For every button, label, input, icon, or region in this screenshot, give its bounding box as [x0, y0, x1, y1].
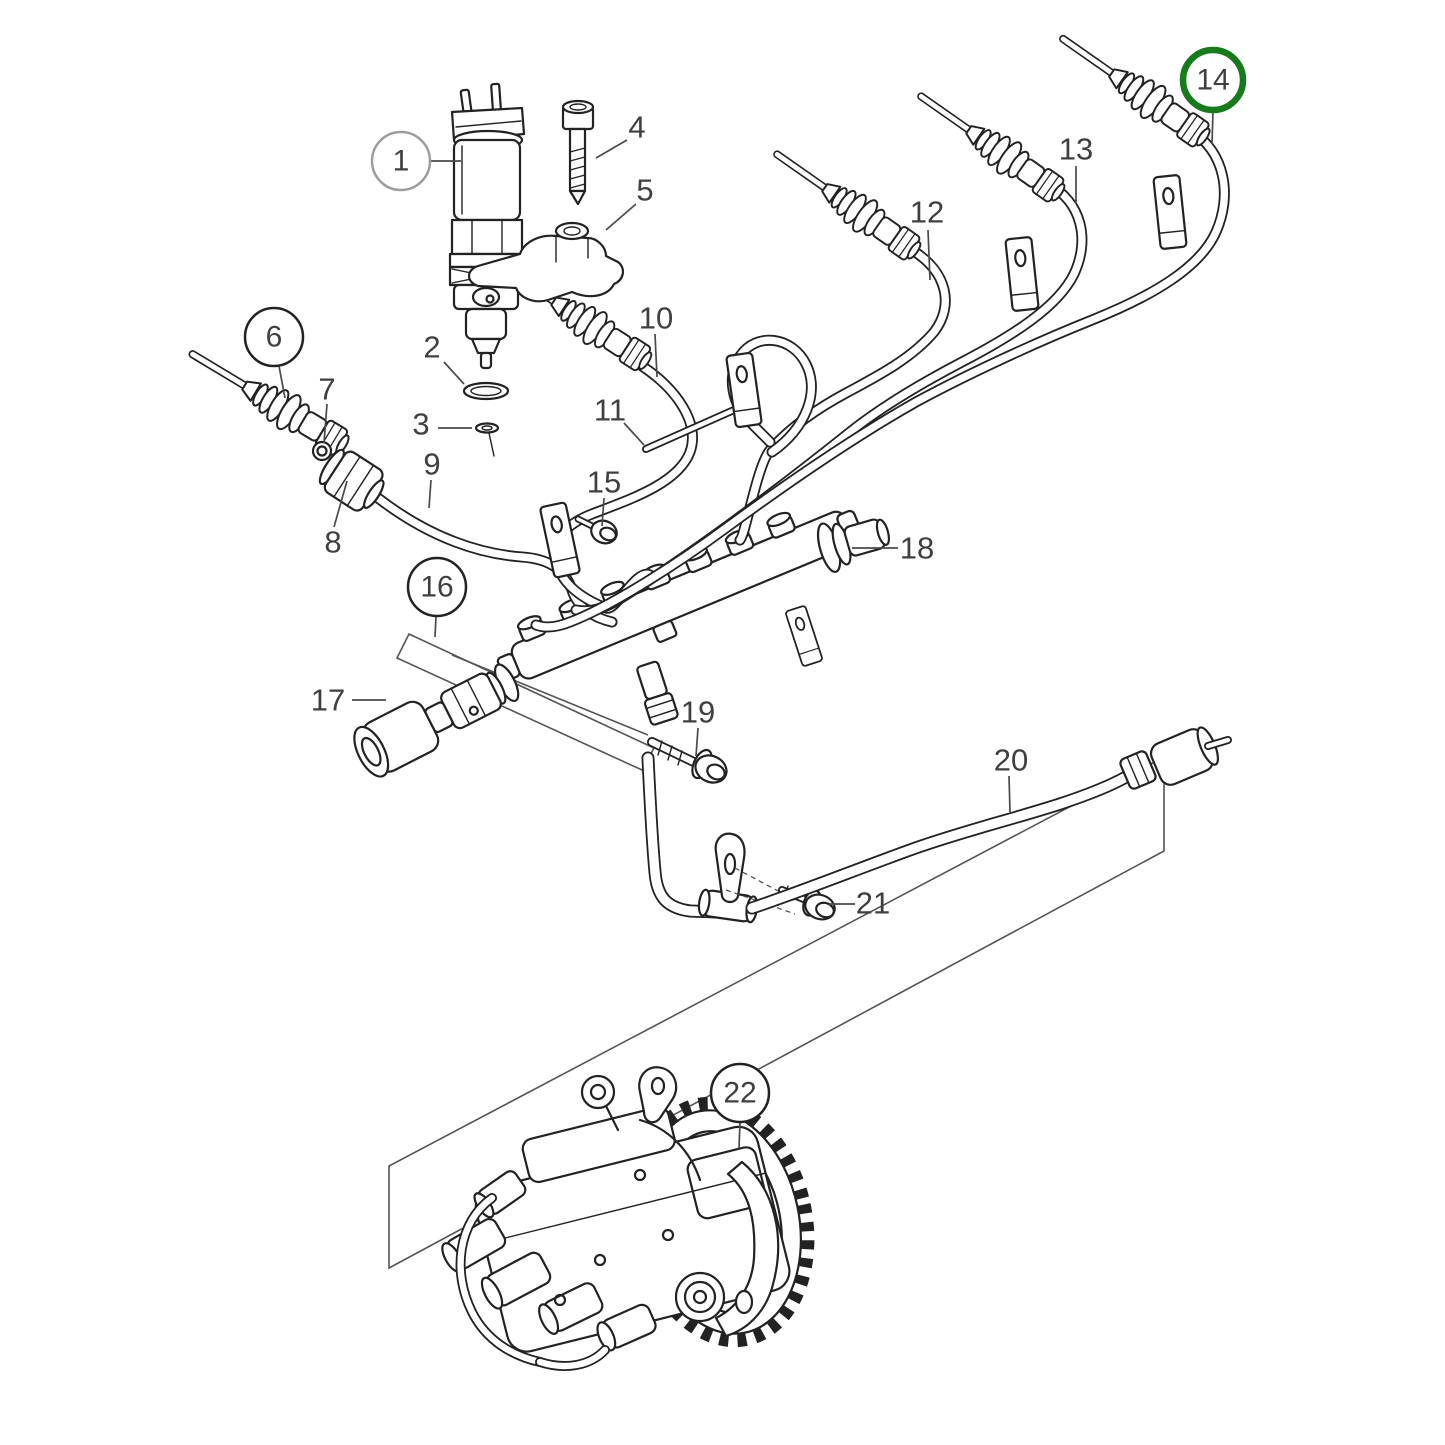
- callout-leader-line: [428, 479, 432, 509]
- callout-leader-line: [601, 497, 605, 527]
- callout-number: 17: [311, 683, 345, 718]
- callout-leader-line: [1211, 110, 1214, 145]
- callout-leader-line: [623, 422, 645, 446]
- pressure-valve-illustration: [353, 663, 520, 778]
- callout-14[interactable]: 14: [1179, 46, 1247, 145]
- callout-leader-line: [443, 361, 465, 385]
- callout-number: 9: [423, 447, 440, 482]
- seal-ring-illustration: [462, 381, 510, 401]
- reference-wedge-rail: [395, 632, 656, 772]
- callout-leader-line: [1008, 775, 1011, 813]
- callout-number: 18: [900, 531, 934, 566]
- callout-number: 16: [420, 571, 453, 604]
- callout-19[interactable]: 19: [681, 695, 715, 757]
- callout-17[interactable]: 17: [311, 683, 386, 718]
- callout-number: 2: [423, 330, 440, 365]
- bolt-15-illustration: [574, 515, 618, 545]
- callout-number: 14: [1196, 64, 1229, 97]
- callout-number: 8: [324, 525, 341, 560]
- callout-1[interactable]: 1: [370, 130, 461, 192]
- callout-number: 10: [639, 301, 673, 336]
- callout-22[interactable]: 22: [709, 1062, 771, 1149]
- pipe-14: [532, 126, 1229, 631]
- callout-circle: [370, 130, 432, 192]
- callout-number: 15: [587, 465, 621, 500]
- callout-2[interactable]: 2: [423, 330, 465, 385]
- pipe-12: [736, 246, 950, 544]
- callout-circle: [709, 1062, 771, 1124]
- callout-number: 6: [266, 321, 283, 354]
- callout-number: 19: [681, 695, 715, 730]
- callout-number: 3: [412, 407, 429, 442]
- callout-3[interactable]: 3: [412, 407, 472, 442]
- callout-number: 13: [1059, 132, 1093, 167]
- pipe-connectors: [183, 23, 1217, 462]
- callout-5[interactable]: 5: [605, 173, 654, 231]
- callout-number: 21: [856, 886, 890, 921]
- callout-circle: [243, 306, 305, 368]
- reference-plane-lower: [388, 755, 1165, 1270]
- callout-8[interactable]: 8: [324, 480, 348, 560]
- injector-illustration: [448, 82, 526, 370]
- callout-6[interactable]: 6: [243, 306, 305, 399]
- return-pipe-illustration: [641, 726, 1232, 924]
- callout-number: 22: [723, 1077, 756, 1110]
- callout-12[interactable]: 12: [910, 195, 944, 281]
- bolt-4-illustration: [561, 99, 595, 206]
- callout-leader-line: [333, 480, 348, 528]
- callout-number: 4: [628, 110, 645, 145]
- callout-leader-line: [278, 365, 286, 399]
- callout-number: 5: [636, 173, 653, 208]
- washer-illustration: [474, 422, 500, 457]
- callout-leader-line: [738, 1121, 741, 1149]
- callout-13[interactable]: 13: [1059, 132, 1093, 205]
- callout-number: 11: [594, 393, 626, 428]
- callout-leader-line: [595, 139, 628, 159]
- injection-pump-illustration: [441, 1066, 815, 1371]
- callout-number: 7: [318, 372, 335, 407]
- callout-number: 12: [910, 195, 944, 230]
- callout-11[interactable]: 11: [594, 393, 645, 446]
- callout-10[interactable]: 10: [639, 301, 673, 378]
- rail-sensor-illustration: [816, 518, 891, 573]
- oring-7-illustration: [311, 440, 333, 462]
- callout-21[interactable]: 21: [829, 886, 890, 921]
- callout-leader-line: [434, 615, 437, 638]
- callout-20[interactable]: 20: [994, 743, 1028, 813]
- callout-number: 20: [994, 743, 1028, 778]
- highlight-ring: [1179, 46, 1247, 114]
- callout-18[interactable]: 18: [852, 531, 934, 566]
- callout-leader-line: [323, 403, 328, 444]
- callout-9[interactable]: 9: [423, 447, 441, 509]
- callout-4[interactable]: 4: [595, 110, 646, 159]
- callout-15[interactable]: 15: [587, 465, 621, 527]
- callout-number: 1: [393, 145, 410, 178]
- clamp-5-illustration: [467, 221, 624, 303]
- banjo-fitting-illustration: [636, 660, 728, 784]
- callout-leader-line: [927, 229, 931, 281]
- nut-8-illustration: [318, 448, 385, 512]
- callout-leader-line: [605, 203, 637, 231]
- callout-leader-line: [654, 333, 658, 378]
- callout-leader-line: [695, 727, 699, 757]
- callout-circle: [406, 556, 468, 618]
- callout-16[interactable]: 16: [406, 556, 468, 638]
- callout-7[interactable]: 7: [318, 372, 336, 444]
